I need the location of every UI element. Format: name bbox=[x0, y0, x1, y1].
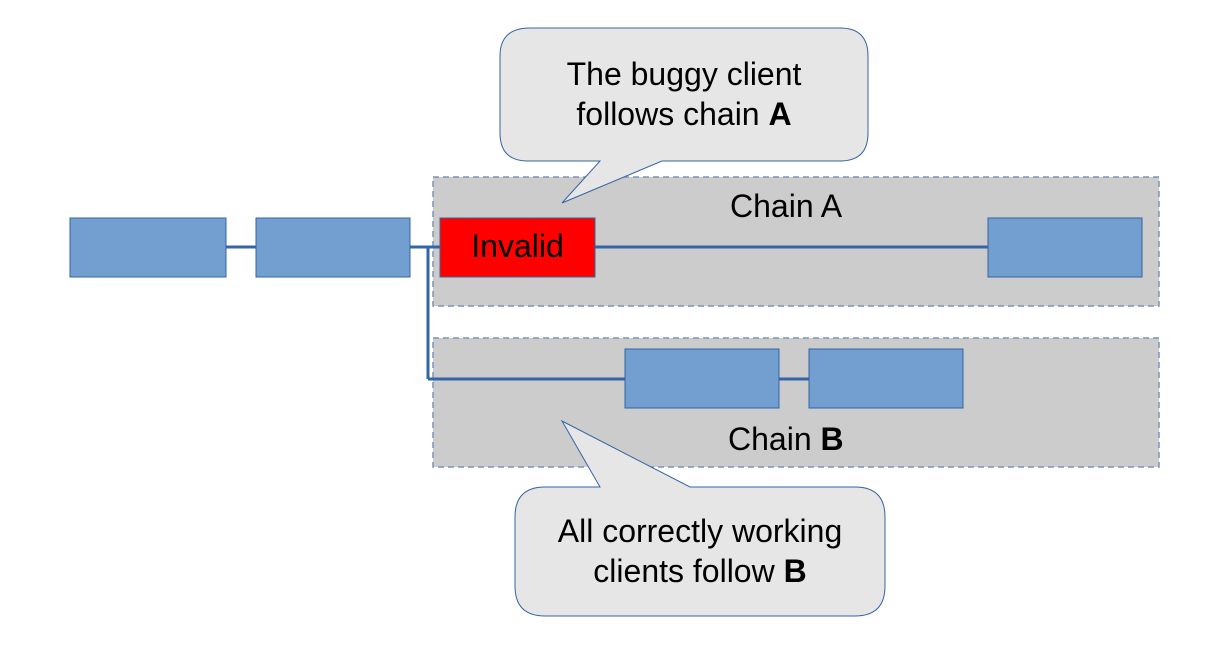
invalid-block bbox=[439, 217, 596, 278]
callout-correct-clients bbox=[514, 419, 886, 617]
callout-buggy-line-2-bold: A bbox=[768, 96, 792, 132]
callout-correct-line-2-bold: B bbox=[783, 553, 807, 589]
callout-correct-line-2: clients follow B bbox=[515, 551, 885, 591]
chain-a-block bbox=[987, 217, 1143, 278]
chain-b-label: Chain B bbox=[728, 421, 844, 458]
invalid-block-label: Invalid bbox=[471, 228, 564, 264]
block-2 bbox=[255, 217, 411, 278]
callout-buggy-line-2-prefix: follows chain bbox=[576, 96, 769, 132]
block-1 bbox=[69, 217, 227, 278]
chain-b-block-1 bbox=[624, 348, 780, 409]
callout-correct-line-2-prefix: clients follow bbox=[593, 553, 784, 589]
callout-buggy-line-1: The buggy client bbox=[566, 56, 802, 92]
chain-b-label-bold: B bbox=[820, 421, 844, 457]
callout-buggy-text: The buggy client follows chain A bbox=[500, 54, 868, 134]
chain-b-label-prefix: Chain bbox=[728, 421, 821, 457]
callout-correct-text: All correctly working clients follow B bbox=[515, 511, 885, 591]
callout-buggy-line-2: follows chain A bbox=[500, 94, 868, 134]
chain-b-region bbox=[432, 337, 1160, 468]
chain-a-label: Chain A bbox=[730, 188, 843, 224]
chain-b-block-2 bbox=[808, 348, 964, 409]
callout-correct-line-1: All correctly working bbox=[557, 513, 843, 549]
callout-buggy-client bbox=[499, 27, 869, 204]
